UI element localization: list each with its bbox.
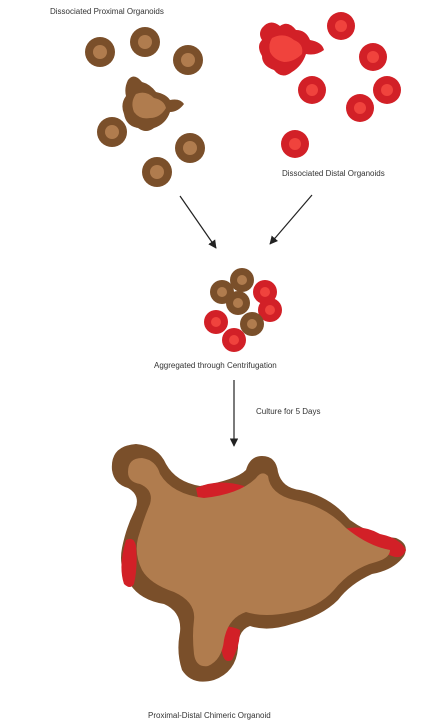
distal-cell xyxy=(359,43,387,71)
culture-label: Culture for 5 Days xyxy=(256,407,320,416)
chimeric-organoid xyxy=(112,444,406,682)
proximal-cell xyxy=(173,45,203,75)
distal-cell xyxy=(327,12,355,40)
proximal-cell xyxy=(97,117,127,147)
aggregated-label: Aggregated through Centrifugation xyxy=(154,361,277,370)
proximal-cell xyxy=(142,157,172,187)
distal-cell xyxy=(298,76,326,104)
proximal-organoid-cells xyxy=(85,27,205,187)
distal-organoid-cells xyxy=(259,12,401,158)
chimeric-label: Proximal-Distal Chimeric Organoid xyxy=(148,711,271,720)
proximal-cell xyxy=(85,37,115,67)
proximal-cell xyxy=(130,27,160,57)
distal-cell xyxy=(373,76,401,104)
distal-fragment xyxy=(259,22,324,75)
arrow-from-proximal xyxy=(180,196,216,248)
proximal-label: Dissociated Proximal Organoids xyxy=(50,7,164,16)
chimeric-inner xyxy=(128,458,390,666)
proximal-fragment xyxy=(122,76,184,131)
aggregated-cluster xyxy=(204,268,282,352)
proximal-cell xyxy=(175,133,205,163)
distal-cell xyxy=(281,130,309,158)
distal-label: Dissociated Distal Organoids xyxy=(282,169,385,178)
arrow-from-distal xyxy=(270,195,312,244)
distal-cell xyxy=(346,94,374,122)
